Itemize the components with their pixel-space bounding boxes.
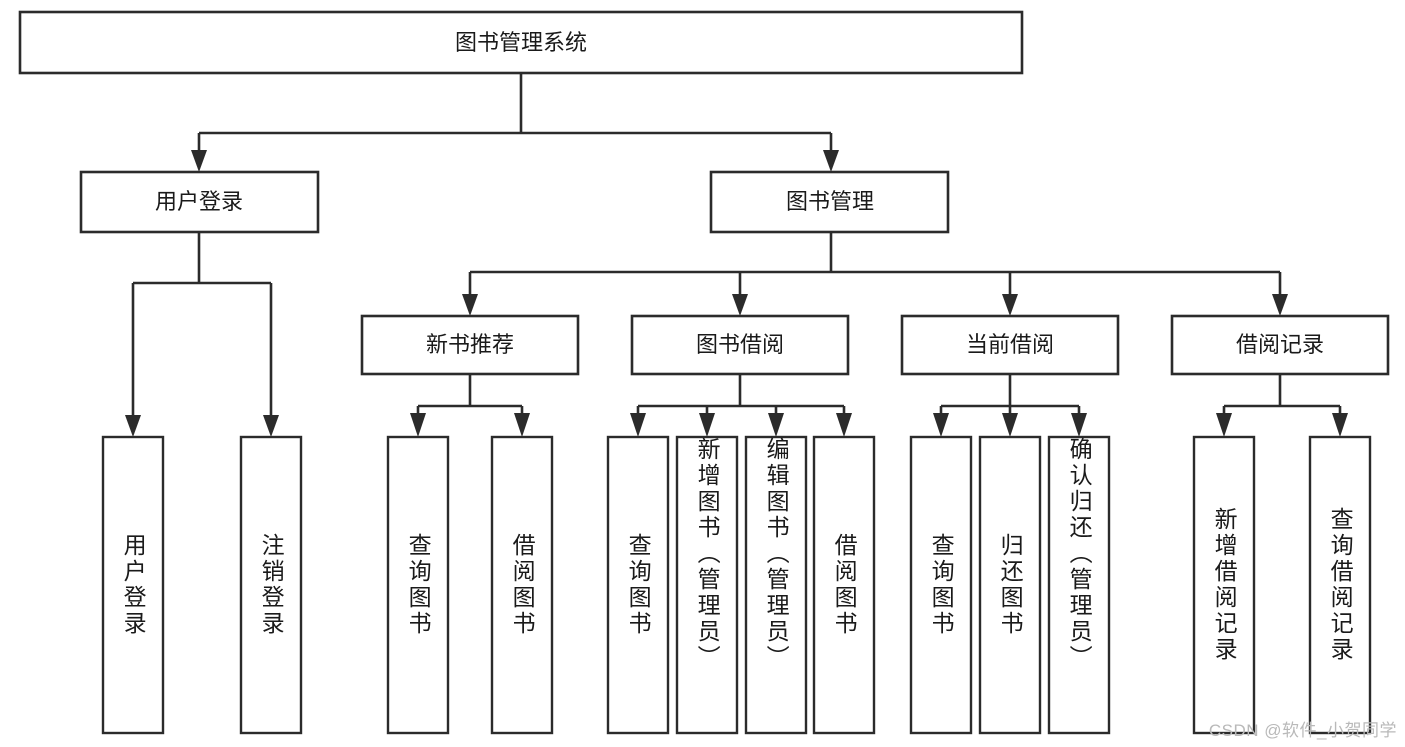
arrow-bookborrow-leaf-2 [699,413,715,437]
leaf-box-new-book-2[interactable] [490,435,554,735]
arrow-newbook-leaf-2 [514,413,530,437]
leaf-box-book-borrow-2[interactable] [675,435,739,735]
node-root-system[interactable]: 图书管理系统 [18,10,1024,75]
leaf-box-book-borrow-3[interactable] [744,435,808,735]
connector-group-book-manage [462,232,1288,316]
arrow-currentborrow-leaf-3 [1071,413,1087,437]
node-current-borrow-rect [900,314,1120,376]
node-book-borrow-rect [630,314,850,376]
leaf-box-current-borrow-3[interactable] [1047,435,1111,735]
arrow-bookborrow-leaf-3 [768,413,784,437]
node-user-login-rect [79,170,320,234]
node-borrow-record-label: 借阅记录 [1236,332,1324,357]
node-borrow-record-rect [1170,314,1390,376]
node-new-book-recommend[interactable]: 新书推荐 [360,314,580,376]
arrow-currentborrow-leaf-1 [933,413,949,437]
arrow-bookmanage-to-borrow-record [1272,294,1288,316]
node-new-book-recommend-label: 新书推荐 [426,332,514,357]
leaf-box-borrow-record-1[interactable] [1192,435,1256,735]
leaf-box-current-borrow-2[interactable] [978,435,1042,735]
node-borrow-record[interactable]: 借阅记录 [1170,314,1390,376]
connector-group-new-book [410,374,530,437]
arrow-newbook-leaf-1 [410,413,426,437]
connector-group-user-login [125,232,279,437]
node-root-system-label: 图书管理系统 [455,30,587,55]
connector-group-root [191,73,839,172]
csdn-watermark: CSDN @软件_小贺同学 [1208,721,1397,740]
connector-group-current-borrow [933,374,1087,437]
leaf-box-book-borrow-4[interactable] [812,435,876,735]
node-user-login-label: 用户登录 [155,189,243,214]
arrow-currentborrow-leaf-2 [1002,413,1018,437]
connector-group-book-borrow [630,374,852,437]
node-book-manage-label: 图书管理 [786,189,874,214]
leaf-box-new-book-1[interactable] [386,435,450,735]
node-current-borrow[interactable]: 当前借阅 [900,314,1120,376]
arrow-bookmanage-to-new-book [462,294,478,316]
node-book-manage-rect [709,170,950,234]
node-book-manage[interactable]: 图书管理 [709,170,950,234]
node-book-borrow-label: 图书借阅 [696,332,784,357]
leaf-box-current-borrow-1[interactable] [909,435,973,735]
leaf-box-user-login-2[interactable] [239,435,303,735]
connector-group-borrow-record [1216,374,1348,437]
arrow-bookmanage-to-book-borrow [732,294,748,316]
arrow-root-to-book-manage [823,150,839,172]
node-book-borrow[interactable]: 图书借阅 [630,314,850,376]
leaf-box-user-login-1[interactable] [101,435,165,735]
leaf-box-borrow-record-2[interactable] [1308,435,1372,735]
arrow-userlogin-leaf-2 [263,415,279,437]
node-current-borrow-label: 当前借阅 [966,332,1054,357]
leaf-box-book-borrow-1[interactable] [606,435,670,735]
arrow-bookmanage-to-current-borrow [1002,294,1018,316]
arrow-borrowrecord-leaf-1 [1216,413,1232,437]
arrow-bookborrow-leaf-4 [836,413,852,437]
node-new-book-recommend-rect [360,314,580,376]
arrow-userlogin-leaf-1 [125,415,141,437]
node-root-system-rect [18,10,1024,75]
node-user-login[interactable]: 用户登录 [79,170,320,234]
arrow-root-to-user-login [191,150,207,172]
arrow-borrowrecord-leaf-2 [1332,413,1348,437]
arrow-bookborrow-leaf-1 [630,413,646,437]
